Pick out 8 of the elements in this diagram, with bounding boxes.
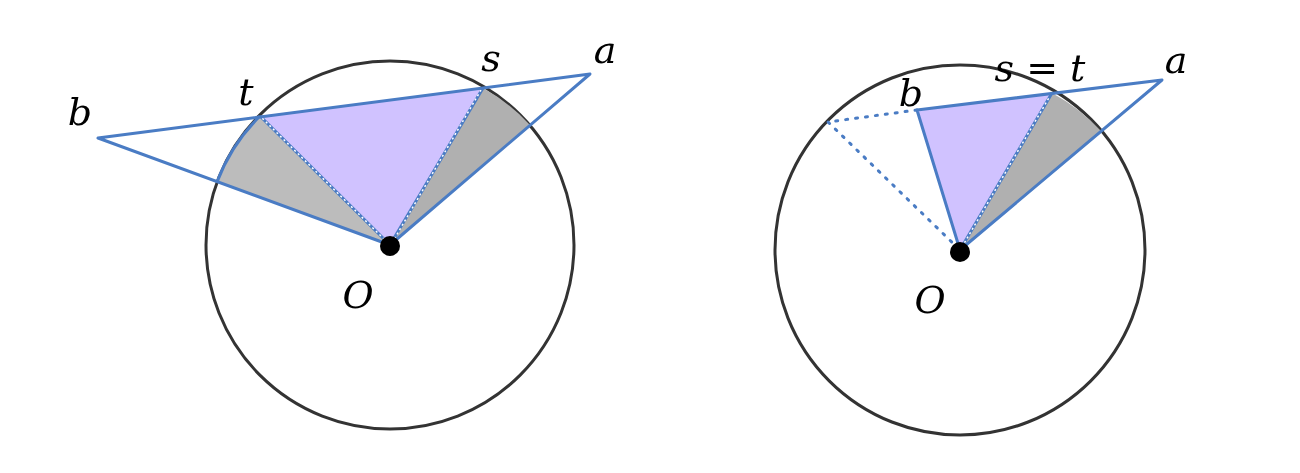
point-label: b (898, 74, 924, 112)
point-label: b (67, 93, 93, 131)
point-label: a (593, 31, 617, 69)
point-label: a (1164, 41, 1188, 79)
point-label: s (481, 39, 501, 77)
point-label: O (342, 276, 374, 314)
point-label: t (238, 73, 254, 111)
point-label: O (914, 281, 946, 319)
